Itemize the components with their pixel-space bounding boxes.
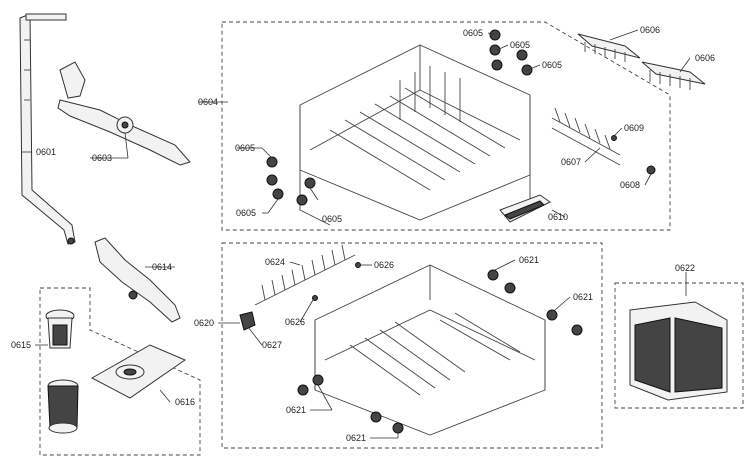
label-0627: 0627 <box>262 340 282 350</box>
lower-rack-tines <box>349 312 521 396</box>
upper-rack-tines <box>329 66 506 191</box>
label-0626-b: 0626 <box>285 317 305 327</box>
coarse-filter-part <box>47 379 79 434</box>
label-0605-d: 0605 <box>463 28 483 38</box>
label-0609: 0609 <box>624 123 644 133</box>
label-0607: 0607 <box>561 157 581 167</box>
leader-lines <box>22 29 691 439</box>
tine-row-clips <box>312 262 361 301</box>
label-0606-b: 0606 <box>695 53 715 63</box>
label-0605-c: 0605 <box>322 214 342 224</box>
label-0615: 0615 <box>11 340 31 350</box>
label-0626-a: 0626 <box>374 260 394 270</box>
cup-shelf-parts <box>577 33 706 90</box>
label-0606-a: 0606 <box>640 25 660 35</box>
lower-rack-group-frame <box>221 242 603 449</box>
upper-rack-part <box>299 44 531 226</box>
upper-spray-arm-part <box>57 61 191 166</box>
lower-spray-arm-part <box>94 237 181 323</box>
filter-group-frame <box>39 287 201 456</box>
label-0622: 0622 <box>675 263 695 273</box>
lower-rack-wheels <box>297 269 583 434</box>
label-0608: 0608 <box>620 180 640 190</box>
upper-rack-group-frame <box>221 21 671 231</box>
cutlery-basket-part <box>629 301 728 401</box>
cutlery-basket-frame <box>614 282 744 409</box>
label-0605-f: 0605 <box>542 60 562 70</box>
label-0605-b: 0605 <box>236 208 256 218</box>
label-0620: 0620 <box>194 318 214 328</box>
label-0614: 0614 <box>152 262 172 272</box>
label-0605-e: 0605 <box>510 40 530 50</box>
rack-handle-part <box>499 194 551 223</box>
label-0621-c: 0621 <box>286 405 306 415</box>
tine-clip-part <box>611 135 656 175</box>
label-0610: 0610 <box>548 212 568 222</box>
label-0616: 0616 <box>175 397 195 407</box>
lower-tine-row-part <box>254 244 356 306</box>
label-0601: 0601 <box>36 147 56 157</box>
fold-down-tine-part <box>551 107 621 166</box>
filter-plate-part <box>90 344 187 399</box>
label-0621-a: 0621 <box>519 255 539 265</box>
label-0605-a: 0605 <box>235 143 255 153</box>
label-0621-d: 0621 <box>346 433 366 443</box>
label-0604: 0604 <box>198 97 218 107</box>
upper-rack-wheels <box>266 29 533 206</box>
fine-filter-part <box>45 309 75 349</box>
label-0624: 0624 <box>265 257 285 267</box>
rack-bracket-part <box>239 311 256 331</box>
supply-tube-part <box>19 13 76 245</box>
part-labels: 0601 0603 0604 0605 0605 0605 0605 0605 … <box>11 25 715 443</box>
label-0603: 0603 <box>92 153 112 163</box>
label-0621-b: 0621 <box>573 292 593 302</box>
